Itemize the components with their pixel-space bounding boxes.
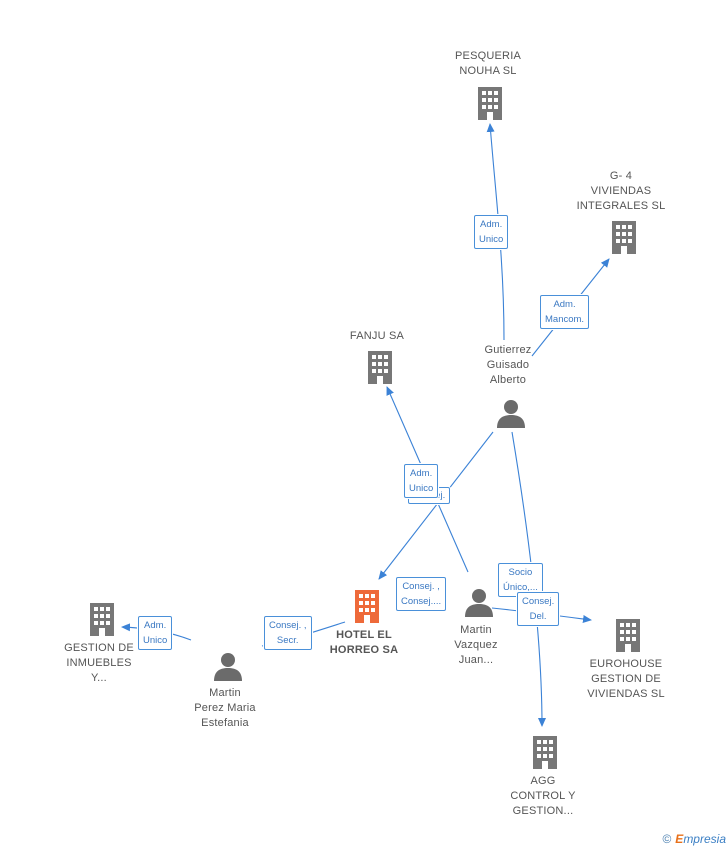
person-icon	[214, 653, 242, 681]
node-label-gutierrez[interactable]: Gutierrez Guisado Alberto	[484, 344, 532, 386]
node-label-fanju[interactable]: FANJU SA	[349, 330, 405, 342]
person-icon	[465, 589, 493, 617]
building-icon	[616, 619, 640, 652]
edge-label-consej-vazquez: Consej. , Consej....	[396, 577, 447, 611]
edge-gutierrez-hotel	[378, 431, 494, 580]
node-label-martin-perez[interactable]: Martin Perez Maria Estefania	[194, 687, 256, 729]
edge-label-adm-mancom: Adm. Mancom.	[540, 295, 590, 329]
edge-label-socio-unico: Socio Único,...	[498, 563, 543, 597]
node-label-g4[interactable]: G- 4 VIVIENDAS INTEGRALES SL	[576, 170, 666, 212]
copyright-symbol: ©	[662, 832, 672, 846]
node-label-eurohouse[interactable]: EUROHOUSE GESTION DE VIVIENDAS SL	[587, 658, 665, 700]
building-icon	[90, 603, 114, 636]
node-label-pesqueria[interactable]: PESQUERIA NOUHA SL	[455, 50, 521, 77]
person-icon	[497, 400, 525, 428]
node-label-gestion[interactable]: GESTION DE INMUEBLES Y...	[64, 642, 134, 684]
building-icon	[612, 221, 636, 254]
brand-logo-letter: E	[675, 832, 684, 846]
edge-label-adm-unico-fanju: Adm. Unico	[404, 464, 439, 498]
brand-name: mpresia	[683, 832, 726, 846]
edge-label-consej-secr: Consej. , Secr.	[264, 616, 312, 650]
node-label-hotel[interactable]: HOTEL EL HORREO SA	[329, 629, 399, 656]
brand-footer[interactable]: ©Empresia	[662, 832, 726, 846]
edge-label-consej-del: Consej. Del.	[517, 592, 560, 626]
node-label-agg[interactable]: AGG CONTROL Y GESTION...	[510, 775, 576, 817]
edge-label-adm-unico-gestion: Adm. Unico	[138, 616, 173, 650]
building-icon	[478, 87, 502, 120]
building-icon	[533, 736, 557, 769]
building-icon	[355, 590, 379, 623]
node-label-martin-vazquez[interactable]: Martin Vazquez Juan...	[454, 624, 498, 666]
edge-label-adm-unico-pesqueria: Adm. Unico	[474, 215, 509, 249]
building-icon	[368, 351, 392, 384]
